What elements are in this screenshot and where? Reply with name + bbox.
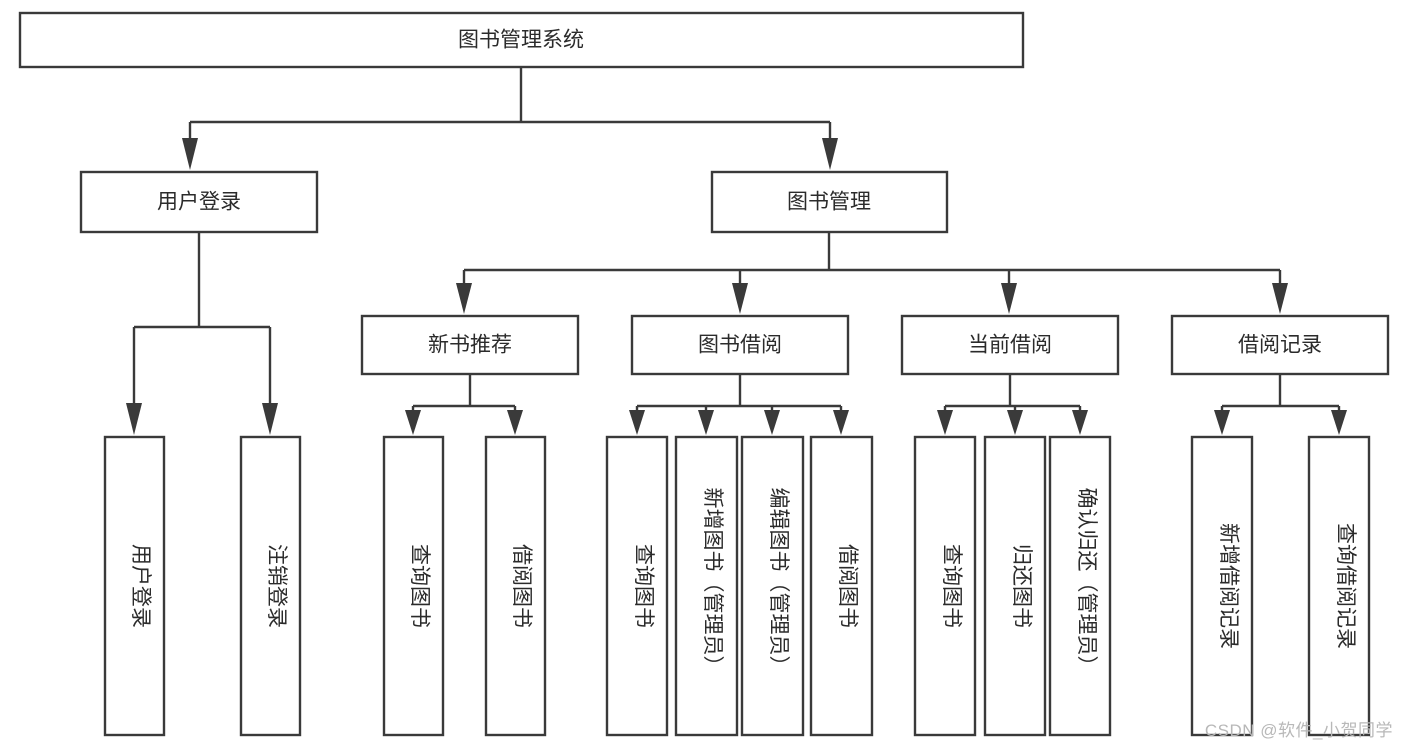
leaf-borrow-book-2-box[interactable] — [809, 435, 874, 737]
connector-current-borrow-to-leaves — [937, 374, 1088, 435]
node-current-borrow[interactable]: 当前借阅 — [900, 314, 1120, 376]
leaf-add-book-label: 新增图书（管理员） — [701, 488, 724, 677]
leaf-add-book[interactable]: 新增图书（管理员） — [674, 435, 739, 737]
leaf-query-book-3-label: 查询图书 — [940, 544, 963, 628]
connector-user-login-to-leaves — [126, 232, 278, 435]
leaf-add-record-box[interactable] — [1190, 435, 1254, 737]
borrow-record-label: 借阅记录 — [1238, 334, 1322, 357]
leaf-add-record-label: 新增借阅记录 — [1217, 523, 1240, 649]
leaf-confirm-return-box[interactable] — [1048, 435, 1112, 737]
node-borrow-record[interactable]: 借阅记录 — [1170, 314, 1390, 376]
arrow-to-leaf-borrow-book-1 — [507, 410, 523, 435]
leaf-query-book-3-box[interactable] — [913, 435, 977, 737]
leaf-edit-book[interactable]: 编辑图书（管理员） — [740, 435, 805, 737]
connector-new-book-to-leaves — [405, 374, 523, 435]
leaf-query-book-2[interactable]: 查询图书 — [605, 435, 669, 737]
leaf-query-book-1-label: 查询图书 — [408, 544, 431, 628]
arrow-to-leaf-logout — [262, 403, 278, 435]
node-book-borrow[interactable]: 图书借阅 — [630, 314, 850, 376]
leaf-query-record-box[interactable] — [1307, 435, 1371, 737]
node-user-login[interactable]: 用户登录 — [79, 170, 319, 234]
node-new-book-recommend[interactable]: 新书推荐 — [360, 314, 580, 376]
connector-borrow-record-to-leaves — [1214, 374, 1347, 435]
arrow-to-leaf-add-record — [1214, 410, 1230, 435]
root-label: 图书管理系统 — [458, 29, 584, 52]
arrow-to-leaf-query-book-2 — [629, 410, 645, 435]
leaf-borrow-book-1[interactable]: 借阅图书 — [484, 435, 547, 737]
arrow-to-new-book — [456, 283, 472, 314]
node-root[interactable]: 图书管理系统 — [18, 11, 1025, 69]
leaf-borrow-book-1-box[interactable] — [484, 435, 547, 737]
leaf-logout-box[interactable] — [239, 435, 302, 737]
leaf-query-book-2-label: 查询图书 — [632, 544, 655, 628]
new-book-recommend-label: 新书推荐 — [428, 334, 512, 357]
arrow-to-leaf-add-book — [698, 410, 714, 435]
leaf-return-book[interactable]: 归还图书 — [983, 435, 1047, 737]
arrow-to-leaf-query-book-3 — [937, 410, 953, 435]
arrow-to-user-login — [182, 138, 198, 170]
leaf-add-record[interactable]: 新增借阅记录 — [1190, 435, 1254, 737]
book-borrow-label: 图书借阅 — [698, 334, 782, 357]
arrow-to-leaf-user-login — [126, 403, 142, 435]
connector-root-to-level2 — [182, 67, 838, 170]
connector-book-borrow-to-leaves — [629, 374, 849, 435]
arrow-to-leaf-edit-book — [764, 410, 780, 435]
leaf-query-record-label: 查询借阅记录 — [1334, 523, 1357, 649]
leaf-borrow-book-2-label: 借阅图书 — [836, 544, 859, 628]
leaf-borrow-book-1-label: 借阅图书 — [510, 544, 533, 628]
leaf-user-login-label: 用户登录 — [129, 544, 152, 628]
node-book-manage[interactable]: 图书管理 — [710, 170, 949, 234]
leaf-logout[interactable]: 注销登录 — [239, 435, 302, 737]
arrow-to-leaf-confirm-return — [1072, 410, 1088, 435]
arrow-to-leaf-borrow-book-2 — [833, 410, 849, 435]
leaf-query-book-1-box[interactable] — [382, 435, 445, 737]
leaf-query-book-3[interactable]: 查询图书 — [913, 435, 977, 737]
leaf-return-book-label: 归还图书 — [1010, 544, 1033, 628]
leaf-confirm-return[interactable]: 确认归还（管理员） — [1048, 435, 1112, 737]
connector-book-manage-to-level3 — [456, 232, 1288, 314]
leaf-confirm-return-label: 确认归还（管理员） — [1075, 488, 1098, 677]
leaf-logout-label: 注销登录 — [265, 544, 288, 628]
root-box[interactable] — [18, 11, 1025, 69]
leaf-query-book-1[interactable]: 查询图书 — [382, 435, 445, 737]
user-login-label: 用户登录 — [157, 191, 241, 214]
current-borrow-label: 当前借阅 — [968, 334, 1052, 357]
leaf-edit-book-label: 编辑图书（管理员） — [767, 488, 790, 677]
leaf-borrow-book-2[interactable]: 借阅图书 — [809, 435, 874, 737]
arrow-to-leaf-query-book-1 — [405, 410, 421, 435]
user-login-box[interactable] — [79, 170, 319, 234]
arrow-to-leaf-return-book — [1007, 410, 1023, 435]
leaf-add-book-box[interactable] — [674, 435, 739, 737]
leaf-query-record[interactable]: 查询借阅记录 — [1307, 435, 1371, 737]
leaf-edit-book-box[interactable] — [740, 435, 805, 737]
arrow-to-borrow-record — [1272, 283, 1288, 314]
current-borrow-box[interactable] — [900, 314, 1120, 376]
new-book-recommend-box[interactable] — [360, 314, 580, 376]
book-manage-label: 图书管理 — [787, 191, 871, 214]
arrow-to-current-borrow — [1001, 283, 1017, 314]
arrow-to-book-manage — [822, 138, 838, 170]
leaf-user-login[interactable]: 用户登录 — [103, 435, 166, 737]
arrow-to-book-borrow — [732, 283, 748, 314]
leaf-return-book-box[interactable] — [983, 435, 1047, 737]
leaf-user-login-box[interactable] — [103, 435, 166, 737]
arrow-to-leaf-query-record — [1331, 410, 1347, 435]
leaf-query-book-2-box[interactable] — [605, 435, 669, 737]
